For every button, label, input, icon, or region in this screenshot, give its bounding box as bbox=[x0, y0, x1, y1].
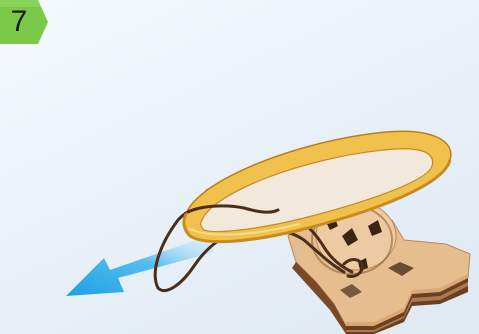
pull-arrow-icon bbox=[66, 236, 214, 296]
rubber-band bbox=[184, 131, 451, 241]
